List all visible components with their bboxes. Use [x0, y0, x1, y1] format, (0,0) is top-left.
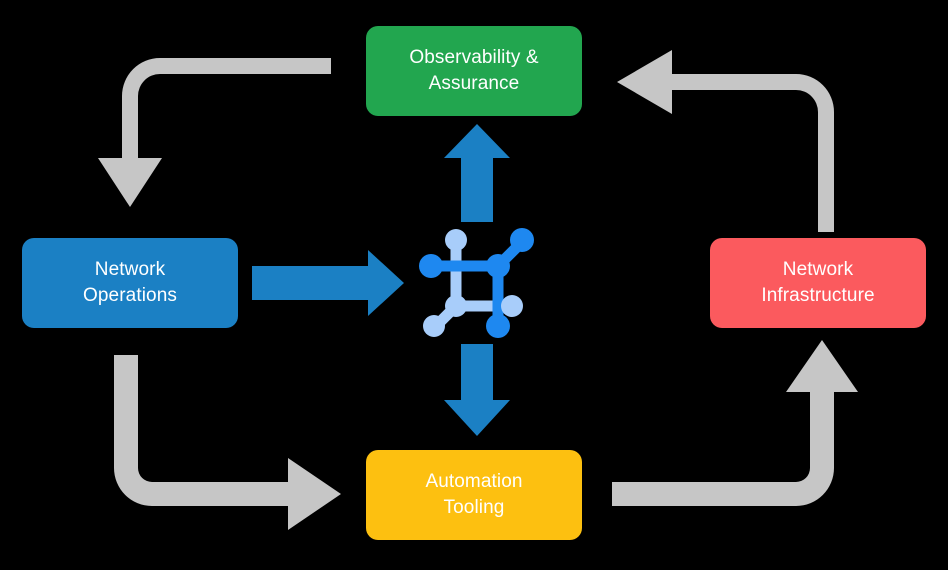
arrow-ops-to-center	[252, 250, 404, 316]
node-network-operations[interactable]: Network Operations	[22, 238, 238, 328]
arrow-center-to-automation	[444, 344, 510, 436]
arrow-center-to-observability	[444, 124, 510, 222]
node-automation-tooling[interactable]: Automation Tooling	[366, 450, 582, 540]
arrow-ops-to-automation	[114, 355, 341, 530]
node-observability-assurance[interactable]: Observability & Assurance	[366, 26, 582, 116]
arrow-infrastructure-to-observability	[617, 50, 834, 232]
network-topology-icon	[419, 228, 534, 338]
node-network-infrastructure[interactable]: Network Infrastructure	[710, 238, 926, 328]
topology-nodes-secondary	[423, 229, 523, 337]
topology-nodes-primary	[419, 228, 534, 338]
arrow-observability-to-ops	[98, 58, 331, 207]
arrow-automation-to-infrastructure	[612, 340, 858, 506]
